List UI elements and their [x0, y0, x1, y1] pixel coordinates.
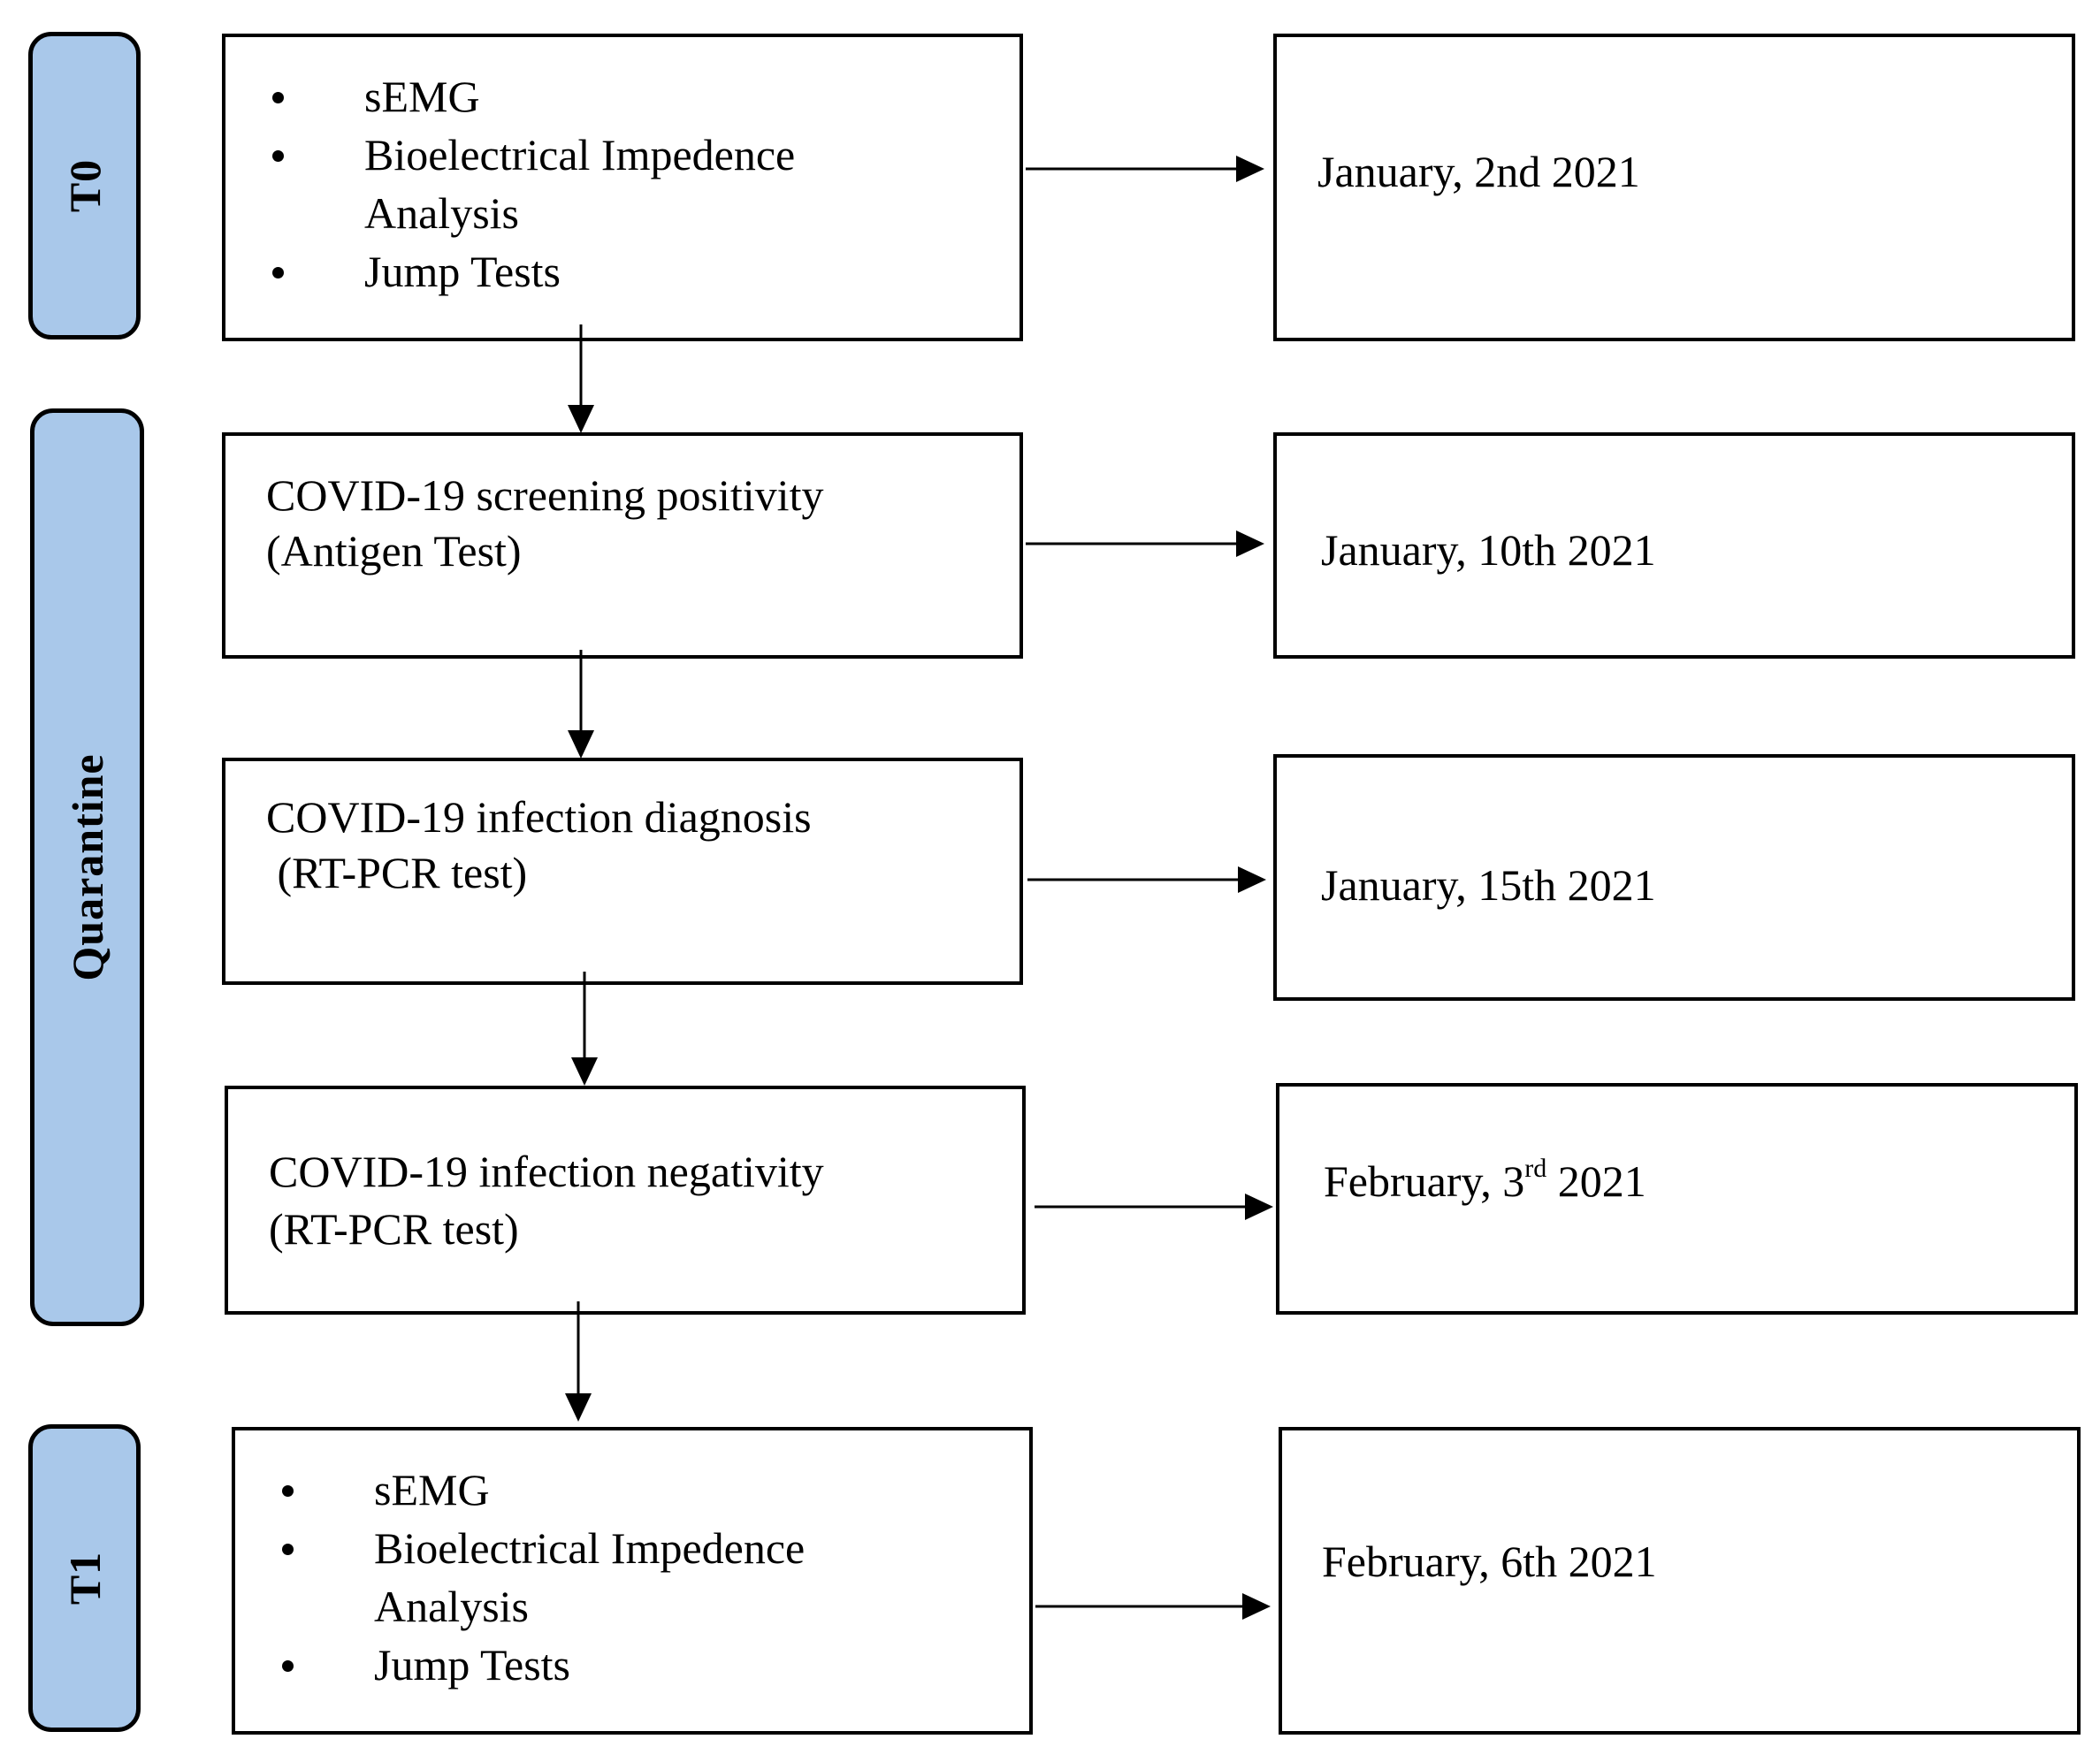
arrowhead-screening-to-diagnosis — [568, 730, 594, 759]
arrowhead-t0-to-date — [1236, 156, 1264, 182]
date-box-screening: January, 10th 2021 — [1273, 432, 2075, 659]
arrowhead-diagnosis-to-date — [1238, 866, 1266, 893]
arrowhead-negativity-to-t1 — [565, 1393, 592, 1422]
negativity-line-1: COVID-19 infection negativity — [269, 1147, 824, 1196]
t0-measure-bia: Bioelectrical Impedence Analysis — [225, 126, 859, 242]
negativity-line-2: (RT-PCR test) — [269, 1204, 519, 1254]
date-negativity-year: 2021 — [1546, 1156, 1646, 1206]
date-t0: January, 2nd 2021 — [1317, 147, 1640, 196]
t1-measure-jump: Jump Tests — [235, 1636, 869, 1694]
date-negativity-suffix: rd — [1524, 1154, 1547, 1183]
arrowhead-screening-to-date — [1236, 530, 1264, 557]
t1-measures-list: sEMG Bioelectrical Impedence Analysis Ju… — [235, 1461, 869, 1694]
diagnosis-line-1: COVID-19 infection diagnosis — [266, 792, 812, 842]
step-t1-measures: sEMG Bioelectrical Impedence Analysis Ju… — [232, 1427, 1033, 1735]
phase-t0: T0 — [28, 32, 141, 339]
arrowhead-t1-to-date — [1242, 1593, 1271, 1620]
diagnosis-line-2: (RT-PCR test) — [266, 848, 528, 897]
date-t1: February, 6th 2021 — [1322, 1537, 1657, 1586]
step-negativity: COVID-19 infection negativity (RT-PCR te… — [225, 1086, 1026, 1315]
phase-quarantine: Quarantine — [30, 408, 144, 1326]
step-t0-measures: sEMG Bioelectrical Impedence Analysis Ju… — [222, 34, 1023, 341]
arrowhead-negativity-to-date — [1245, 1194, 1273, 1220]
date-box-diagnosis: January, 15th 2021 — [1273, 754, 2075, 1001]
date-box-t1: February, 6th 2021 — [1279, 1427, 2081, 1735]
t1-measure-semg: sEMG — [235, 1461, 869, 1519]
arrowhead-t0-to-screening — [568, 405, 594, 433]
phase-t1: T1 — [28, 1424, 141, 1732]
date-negativity: February, 3rd 2021 — [1324, 1156, 1646, 1206]
date-box-t0: January, 2nd 2021 — [1273, 34, 2075, 341]
screening-line-1: COVID-19 screening positivity — [266, 470, 824, 520]
t1-measure-bia: Bioelectrical Impedence Analysis — [235, 1519, 869, 1636]
screening-line-2: (Antigen Test) — [266, 526, 522, 576]
t0-measures-list: sEMG Bioelectrical Impedence Analysis Ju… — [225, 67, 859, 301]
step-screening: COVID-19 screening positivity (Antigen T… — [222, 432, 1023, 659]
step-diagnosis: COVID-19 infection diagnosis (RT-PCR tes… — [222, 758, 1023, 985]
date-box-negativity: February, 3rd 2021 — [1276, 1083, 2078, 1315]
t0-measure-jump: Jump Tests — [225, 242, 859, 301]
date-diagnosis: January, 15th 2021 — [1321, 860, 1656, 910]
date-negativity-prefix: February, 3 — [1324, 1156, 1525, 1206]
t0-measure-semg: sEMG — [225, 67, 859, 126]
arrowhead-diagnosis-to-negativity — [571, 1057, 598, 1086]
date-screening: January, 10th 2021 — [1321, 525, 1656, 575]
